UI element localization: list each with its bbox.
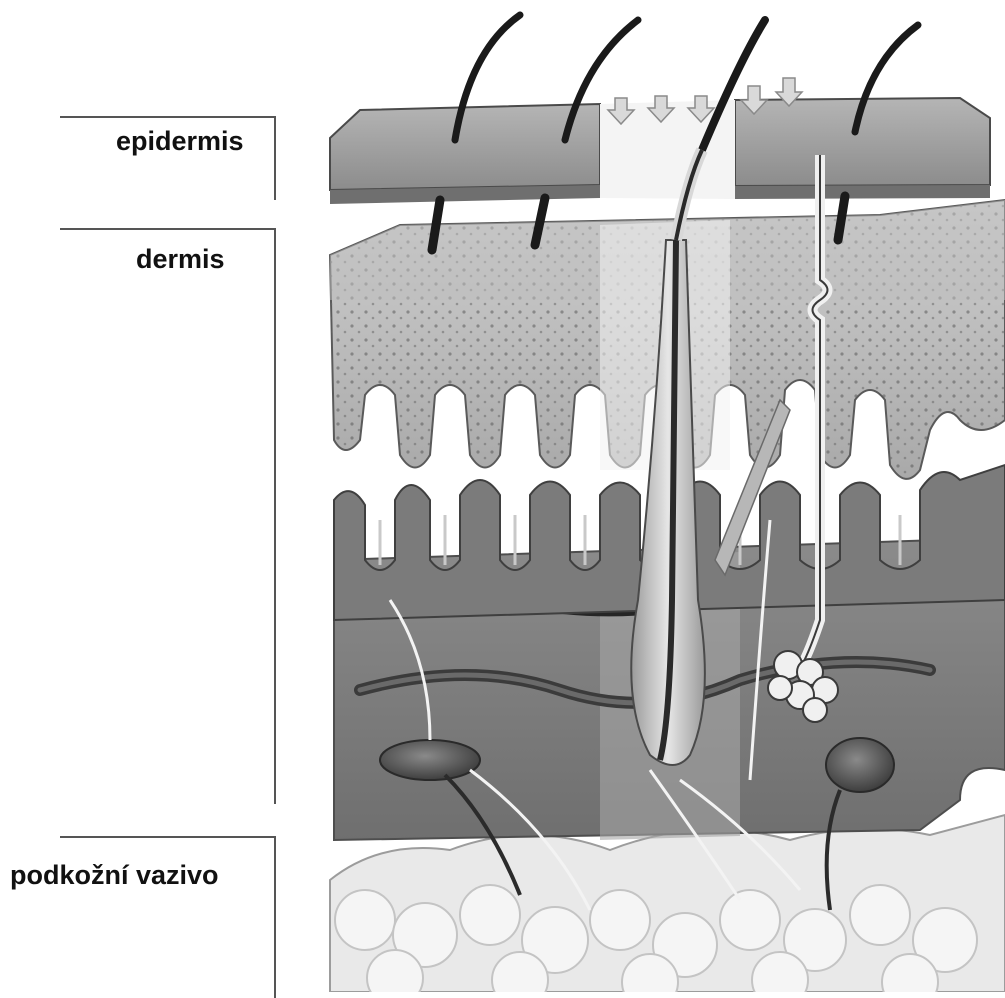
skin-cross-section-illustration — [320, 0, 1005, 992]
bracket-epidermis — [60, 116, 276, 200]
bracket-dermis — [60, 228, 276, 804]
epidermis-layer — [330, 78, 990, 204]
bracket-subcutis — [60, 836, 276, 998]
subcutaneous-fat — [330, 815, 1005, 992]
